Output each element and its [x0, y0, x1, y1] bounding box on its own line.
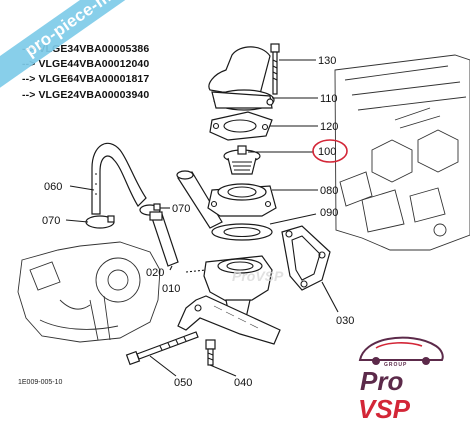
thermostat-cover-110-drawing [208, 46, 275, 111]
drawing-code: 1E009-005-10 [18, 379, 62, 386]
part-label-020: 020 [146, 267, 164, 279]
gasket-120-drawing [209, 111, 273, 141]
water-pump-drawing [17, 241, 161, 343]
part-label-050: 050 [174, 377, 192, 389]
part-label-070-left: 070 [42, 215, 60, 227]
thermostat-100-drawing [223, 145, 261, 175]
part-label-040: 040 [234, 377, 252, 389]
engine-block-drawing [334, 54, 470, 251]
logo-text-vsp: VSP [358, 394, 411, 424]
part-label-130: 130 [318, 55, 336, 67]
logo-text-pro: Pro [360, 366, 404, 396]
serial-number: --> VLGE64VBA00001817 [22, 73, 150, 86]
bolt-130-drawing [270, 43, 280, 95]
thermostat-housing-080-drawing [207, 183, 277, 217]
part-label-090: 090 [320, 207, 338, 219]
bracket-drawing [177, 295, 281, 345]
part-label-110: 110 [320, 93, 338, 105]
outlet-pipe-drawing [176, 170, 223, 229]
serial-number: --> VLGE24VBA00003940 [22, 88, 150, 101]
part-label-120: 120 [320, 121, 338, 133]
gasket-030-drawing [281, 225, 331, 291]
clamp-070-left-drawing [85, 215, 115, 229]
highlight-circle-100 [312, 139, 348, 163]
part-label-030: 030 [336, 315, 354, 327]
part-label-060: 060 [44, 181, 62, 193]
bypass-pipe-020-drawing [149, 211, 179, 267]
car-silhouette-icon [358, 336, 444, 365]
logo-group-text: GROUP [384, 362, 408, 368]
part-label-100: 100 [318, 146, 336, 158]
serial-number-list: --> VLGE34VBA00005386 --> VLGE44VBA00012… [22, 42, 149, 103]
hose-060-drawing [91, 142, 147, 215]
gasket-090-drawing [211, 223, 273, 241]
bolt-050-drawing [125, 331, 199, 366]
leader-lines [65, 59, 339, 377]
part-label-070-right: 070 [172, 203, 190, 215]
bolt-040-drawing [205, 339, 216, 366]
part-label-080: 080 [320, 185, 338, 197]
serial-number: --> VLGE44VBA00012040 [22, 58, 150, 71]
part-label-010: 010 [162, 283, 180, 295]
provsp-logo: GROUP Pro VSP [346, 326, 456, 432]
